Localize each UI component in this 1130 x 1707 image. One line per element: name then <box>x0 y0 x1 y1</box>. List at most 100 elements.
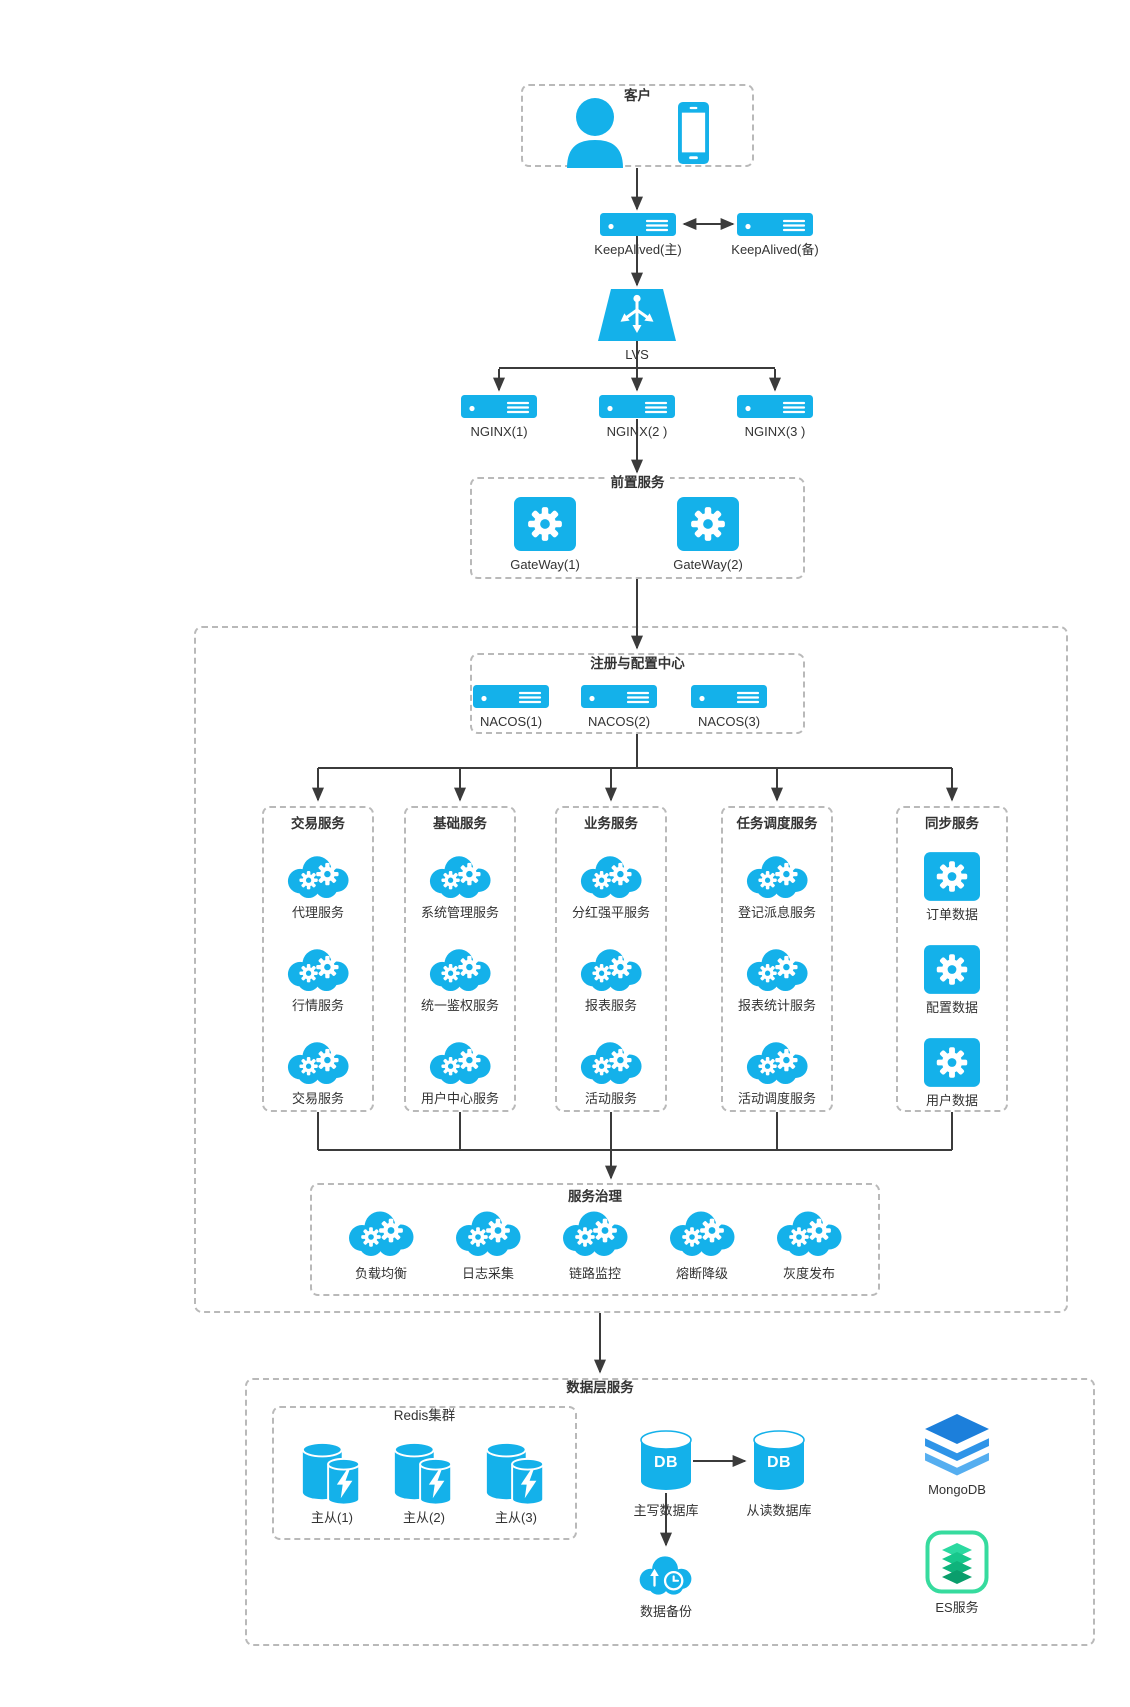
cloud-gears-icon <box>741 945 813 992</box>
frontend-title: 前置服务 <box>605 475 670 491</box>
redis-cylinders-lightning-icon <box>392 1438 456 1506</box>
node-label: GateWay(1) <box>510 557 580 572</box>
cloud-gears-icon <box>741 852 813 899</box>
node-label: 数据备份 <box>639 1604 692 1619</box>
db-read-node: DB 从读数据库 <box>719 1430 839 1519</box>
db-text: DB <box>653 1454 679 1471</box>
lvs-node: LVS <box>577 289 697 363</box>
server-icon <box>461 395 537 418</box>
cloud-clock-backup-icon <box>634 1552 698 1598</box>
gear-square-icon <box>924 945 980 994</box>
redis-title: Redis集群 <box>388 1408 461 1424</box>
service-label: 熔断降级 <box>675 1266 728 1281</box>
cloud-gears-icon <box>741 1038 813 1085</box>
cloud-gears-icon <box>557 1207 633 1257</box>
node-label: ES服务 <box>935 1600 979 1615</box>
node-label: NGINX(2 ) <box>606 424 668 439</box>
governance-item: 负载均衡 <box>343 1207 419 1282</box>
stacked-layers-icon <box>920 1414 994 1476</box>
column-trade-services: 交易服务 代理服务 行情服务 交易服务 <box>262 806 374 1112</box>
server-icon <box>599 395 675 418</box>
stacked-green-layers-icon <box>925 1530 989 1594</box>
node-label: NGINX(1) <box>470 424 528 439</box>
cloud-gears-icon <box>664 1207 740 1257</box>
node-label: NACOS(2) <box>587 714 651 729</box>
server-icon <box>737 395 813 418</box>
smartphone-icon <box>678 102 709 164</box>
cloud-gears-icon <box>771 1207 847 1257</box>
column-task-scheduling-services: 任务调度服务 登记派息服务 报表统计服务 活动调度服务 <box>721 806 833 1112</box>
column-title: 基础服务 <box>433 816 487 831</box>
registry-box: 注册与配置中心 <box>470 653 805 734</box>
registry-title: 注册与配置中心 <box>585 656 690 672</box>
governance-item: 熔断降级 <box>664 1207 740 1282</box>
keepalived-primary-node: KeepAlived(主) <box>578 213 698 258</box>
service-label: 交易服务 <box>291 1091 344 1106</box>
cloud-gears-icon <box>424 945 496 992</box>
db-text: DB <box>766 1454 792 1471</box>
cloud-gears-icon <box>424 1038 496 1085</box>
service-label: 统一鉴权服务 <box>420 998 499 1013</box>
mongodb-node: MongoDB <box>897 1414 1017 1498</box>
gateway-node-2: GateWay(2) <box>648 497 768 573</box>
service-label: 灰度发布 <box>782 1266 835 1281</box>
server-icon <box>473 685 549 708</box>
service-label: 链路监控 <box>568 1266 621 1281</box>
governance-item: 日志采集 <box>450 1207 526 1282</box>
gear-square-icon <box>924 852 980 901</box>
cloud-gears-icon <box>575 1038 647 1085</box>
gear-square-icon <box>677 497 739 551</box>
redis-cylinders-lightning-icon <box>300 1438 364 1506</box>
server-icon <box>581 685 657 708</box>
load-balancer-trapezoid-icon <box>598 289 676 341</box>
frontend-box: 前置服务 <box>470 475 805 579</box>
governance-title: 服务治理 <box>563 1189 627 1205</box>
cloud-gears-icon <box>343 1207 419 1257</box>
service-label: 代理服务 <box>291 905 344 920</box>
db-write-node: DB 主写数据库 <box>606 1430 726 1519</box>
data-layer-title: 数据层服务 <box>540 1380 660 1396</box>
cloud-gears-icon <box>282 1038 354 1085</box>
cloud-gears-icon <box>282 945 354 992</box>
service-label: 登记派息服务 <box>737 905 816 920</box>
service-label: 日志采集 <box>461 1266 514 1281</box>
service-label: 行情服务 <box>291 998 344 1013</box>
service-label: 用户中心服务 <box>420 1091 499 1106</box>
node-label: KeepAlived(备) <box>731 242 819 257</box>
node-label: NGINX(3 ) <box>744 424 806 439</box>
service-label: 活动调度服务 <box>737 1091 816 1106</box>
node-label: 从读数据库 <box>746 1503 812 1518</box>
gear-square-icon <box>514 497 576 551</box>
redis-cylinders-lightning-icon <box>484 1438 548 1506</box>
redis-node-1: 主从(1) <box>286 1438 378 1526</box>
nginx-node-2: NGINX(2 ) <box>577 395 697 440</box>
governance-item: 灰度发布 <box>771 1207 847 1282</box>
column-basic-services: 基础服务 系统管理服务 统一鉴权服务 用户中心服务 <box>404 806 516 1112</box>
service-label: 分红强平服务 <box>571 905 650 920</box>
nacos-node-1: NACOS(1) <box>451 685 571 730</box>
cloud-gears-icon <box>450 1207 526 1257</box>
service-layer-container-box <box>194 626 1068 1313</box>
service-label: 活动服务 <box>584 1091 637 1106</box>
service-label: 报表统计服务 <box>737 998 816 1013</box>
client-title: 客户 <box>619 88 656 104</box>
service-label: 系统管理服务 <box>420 905 499 920</box>
column-title: 任务调度服务 <box>736 816 818 831</box>
data-backup-node: 数据备份 <box>606 1552 726 1620</box>
person-icon <box>563 98 627 168</box>
nacos-node-2: NACOS(2) <box>559 685 679 730</box>
service-label: 订单数据 <box>925 907 978 922</box>
node-label: NACOS(3) <box>697 714 761 729</box>
redis-node-2: 主从(2) <box>378 1438 470 1526</box>
es-node: ES服务 <box>897 1530 1017 1616</box>
keepalived-backup-node: KeepAlived(备) <box>715 213 835 258</box>
nginx-node-1: NGINX(1) <box>439 395 559 440</box>
column-title: 业务服务 <box>584 816 638 831</box>
service-label: 负载均衡 <box>354 1266 407 1281</box>
column-sync-services: 同步服务 订单数据 配置数据 用户数据 <box>896 806 1008 1112</box>
node-label: 主从(3) <box>495 1510 537 1525</box>
redis-node-3: 主从(3) <box>470 1438 562 1526</box>
cloud-gears-icon <box>282 852 354 899</box>
node-label: 主写数据库 <box>633 1503 699 1518</box>
